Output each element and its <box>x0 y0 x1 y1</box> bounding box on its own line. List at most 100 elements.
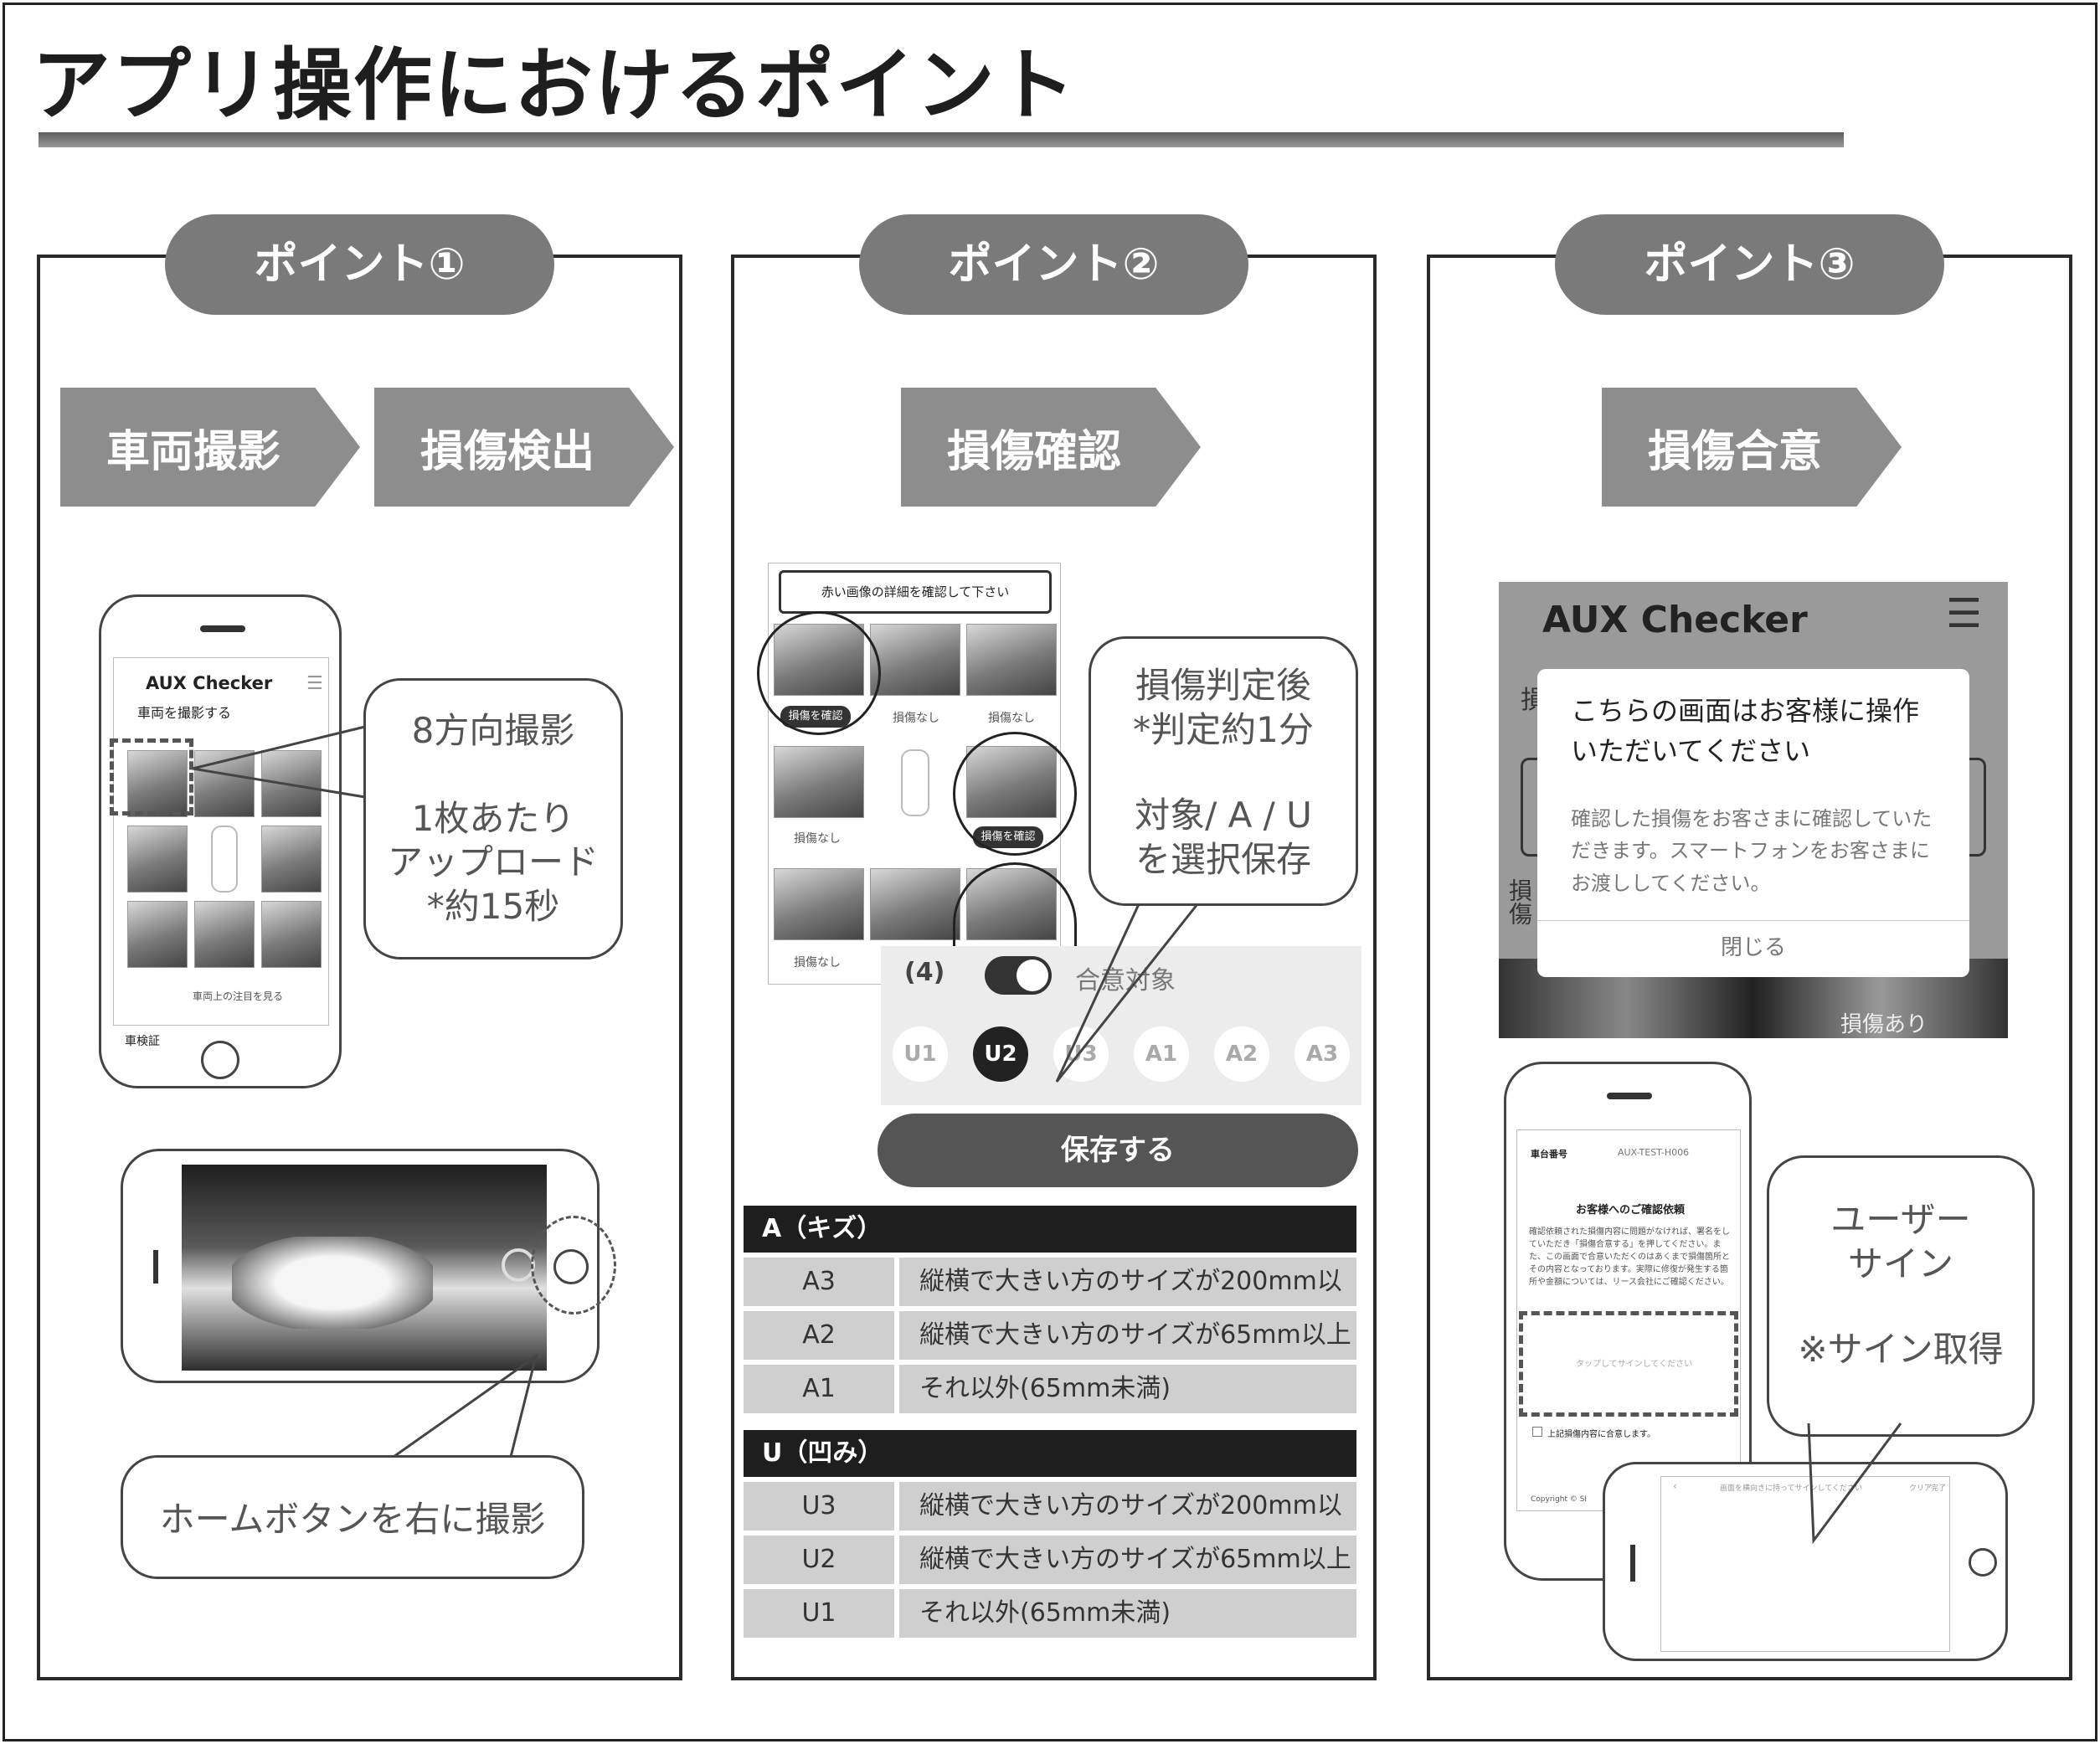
agreement-toggle[interactable] <box>985 956 1052 995</box>
callout-line: *約15秒 <box>426 885 560 927</box>
clear-button[interactable]: クリア <box>1909 1484 1933 1493</box>
table-code: U3 <box>744 1482 894 1531</box>
capture-thumb-7[interactable] <box>194 901 255 968</box>
callout-line: サイン <box>1847 1242 1953 1284</box>
callout-pointer <box>1807 1422 1902 1545</box>
app-title: AUX Checker <box>1542 599 1808 641</box>
agreement-control-panel: (4) 合意対象 U1 U2 U3 A1 A2 A3 <box>881 946 1361 1105</box>
callout-user-signature: ユーザー サイン ※サイン取得 <box>1767 1155 2035 1437</box>
phone-portrait-capture: AUX Checker ☰ 車両を撮影する 車両上の注目を見る 車検証 <box>99 594 342 1088</box>
option-u1[interactable]: U1 <box>893 1026 948 1082</box>
home-button[interactable] <box>201 1041 239 1079</box>
done-button[interactable]: 完了 <box>1931 1484 1947 1493</box>
capture-subtitle: 車両を撮影する <box>137 705 232 721</box>
damage-thumb-4[interactable] <box>774 746 864 818</box>
shutter-icon[interactable] <box>502 1248 535 1282</box>
copyright: Copyright © SI <box>1531 1495 1588 1504</box>
highlight-circle <box>757 611 881 735</box>
point-2-label: ポイント② <box>859 214 1248 315</box>
menu-icon[interactable]: ☰ <box>306 673 323 694</box>
capture-thumb-1[interactable] <box>127 750 188 817</box>
callout-line: *判定約1分 <box>1133 708 1314 750</box>
capture-thumb-5[interactable] <box>261 826 322 893</box>
capture-thumb-4[interactable] <box>127 826 188 893</box>
callout-pointer <box>393 1353 538 1458</box>
callout-line: ※サイン取得 <box>1798 1329 2004 1370</box>
callout-line <box>366 754 620 797</box>
landscape-screen: ‹ 画面を横向きに持ってサインしてください クリア 完了 <box>1660 1476 1950 1652</box>
step-damage-agree: 損傷合意 <box>1602 388 1902 507</box>
save-button[interactable]: 保存する <box>878 1114 1358 1187</box>
callout-damage-judgement: 損傷判定後 *判定約1分 対象/ A / U を選択保存 <box>1089 636 1358 906</box>
title-rule <box>39 132 1844 147</box>
callout-home-button: ホームボタンを右に撮影 <box>121 1455 584 1579</box>
option-u2[interactable]: U2 <box>973 1026 1028 1082</box>
step-damage-confirm: 損傷確認 <box>901 388 1201 507</box>
phone-screen: AUX Checker ☰ 車両を撮影する 車両上の注目を見る <box>113 657 329 1026</box>
option-a1[interactable]: A1 <box>1134 1026 1189 1082</box>
damage-thumb-6[interactable] <box>774 868 864 940</box>
damage-thumb-7[interactable] <box>870 868 960 940</box>
back-icon[interactable]: ‹ <box>1673 1480 1677 1492</box>
point-3-label: ポイント③ <box>1555 214 1944 315</box>
vehicle-no: AUX-TEST-H006 <box>1618 1147 1690 1158</box>
no-damage-label: 損傷なし <box>794 832 841 846</box>
table-desc: 縦横で大きい方のサイズが65mm以上 <box>899 1311 1356 1360</box>
table-code: A3 <box>744 1258 894 1306</box>
page-title: アプリ操作におけるポイント <box>32 40 1078 131</box>
phone-speaker <box>200 625 245 632</box>
dialog-divider <box>1537 920 1969 921</box>
menu-icon[interactable]: ☰ <box>1946 590 1983 637</box>
phone-speaker <box>153 1250 158 1284</box>
page-frame <box>3 3 2097 1741</box>
no-damage-label: 損傷なし <box>988 712 1035 725</box>
option-a3[interactable]: A3 <box>1294 1026 1350 1082</box>
signature-area[interactable] <box>1519 1311 1738 1417</box>
damage-thumb-2[interactable] <box>870 624 960 696</box>
callout-line: アップロード <box>387 841 599 882</box>
highlight-home-button <box>531 1216 616 1314</box>
dialog-heading: こちらの画面はお客様に操作いただいてください <box>1571 695 1920 767</box>
callout-line <box>1091 752 1356 794</box>
car-top-icon <box>211 826 238 893</box>
table-desc: それ以外(65mm未満) <box>899 1365 1356 1413</box>
callout-line: 1枚あたり <box>411 797 575 839</box>
callout-pointer <box>1055 903 1199 1083</box>
highlight-circle <box>953 862 1077 963</box>
table-heading: A（キズ） <box>744 1206 1356 1253</box>
table-code: U2 <box>744 1536 894 1584</box>
option-a2[interactable]: A2 <box>1214 1026 1269 1082</box>
capture-thumb-6[interactable] <box>127 901 188 968</box>
phone-screen: 車台番号 AUX-TEST-H006 お客様へのご確認依頼 確認依頼された損傷内… <box>1516 1129 1741 1511</box>
confirm-heading: お客様へのご確認依頼 <box>1576 1204 1686 1217</box>
vehicle-no-label: 車台番号 <box>1531 1149 1567 1160</box>
table-code: A1 <box>744 1365 894 1413</box>
callout-line <box>1769 1286 2032 1328</box>
phone-landscape-signature: ‹ 画面を横向きに持ってサインしてください クリア 完了 <box>1603 1462 2008 1661</box>
table-row: A3縦横で大きい方のサイズが200mm以上 <box>744 1258 1356 1345</box>
phone-footer-link[interactable]: 車両上の注目を見る <box>193 990 284 1002</box>
damage-thumb-3[interactable] <box>966 624 1057 696</box>
home-button[interactable] <box>1969 1548 1997 1577</box>
callout-line: ユーザー <box>1830 1199 1971 1240</box>
signature-hint: タップしてサインしてください <box>1576 1360 1693 1369</box>
table-heading: U（凹み） <box>744 1430 1356 1477</box>
table-desc: それ以外(65mm未満) <box>899 1589 1356 1638</box>
highlight-front-shot <box>110 738 193 815</box>
dialog-close-button[interactable]: 閉じる <box>1720 935 1786 960</box>
phone-speaker <box>1607 1093 1652 1099</box>
callout-line: 損傷判定後 <box>1135 665 1311 706</box>
prompt-box: 赤い画像の詳細を確認して下さい <box>779 570 1052 614</box>
no-damage-label: 損傷なし <box>794 956 841 970</box>
agree-checkbox[interactable] <box>1532 1427 1542 1437</box>
capture-thumb-8[interactable] <box>261 901 322 968</box>
car-top-icon <box>901 749 929 816</box>
toggle-knob <box>1017 959 1048 991</box>
phone-speaker <box>1630 1545 1635 1582</box>
app-dialog-screen: AUX Checker ☰ 損 損傷 損傷あり こちらの画面はお客様に操作いただ… <box>1499 582 2008 1038</box>
agree-label: 上記損傷内容に合意します。 <box>1547 1430 1655 1439</box>
